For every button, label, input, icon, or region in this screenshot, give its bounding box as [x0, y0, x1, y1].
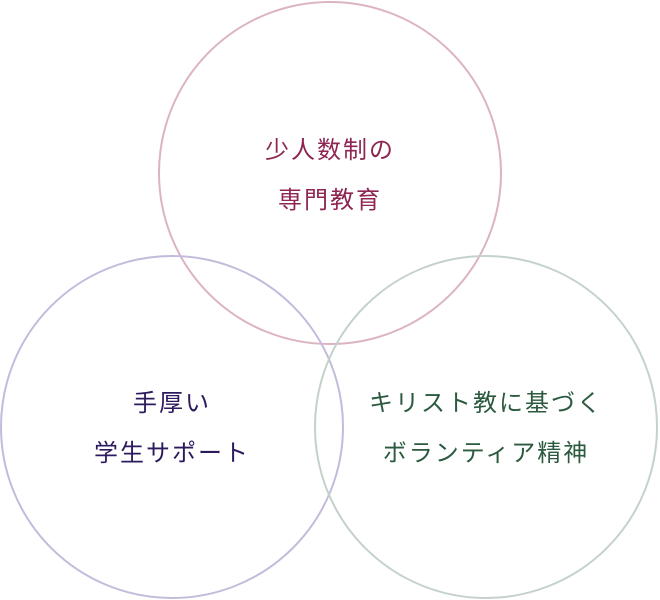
circle-left [0, 255, 344, 599]
circle-right [314, 255, 658, 599]
label-left-line-2: 学生サポート [94, 439, 250, 467]
label-right-line-1: キリスト教に基づく [369, 389, 603, 417]
label-top: 少人数制の 専門教育 [180, 125, 480, 225]
circle-top [158, 1, 502, 345]
label-top-line-1: 少人数制の [265, 136, 395, 164]
label-left: 手厚い 学生サポート [22, 378, 322, 478]
label-left-line-1: 手厚い [133, 389, 211, 417]
label-right: キリスト教に基づく ボランティア精神 [336, 378, 636, 478]
label-top-line-2: 専門教育 [278, 186, 382, 214]
label-right-line-2: ボランティア精神 [382, 439, 590, 467]
